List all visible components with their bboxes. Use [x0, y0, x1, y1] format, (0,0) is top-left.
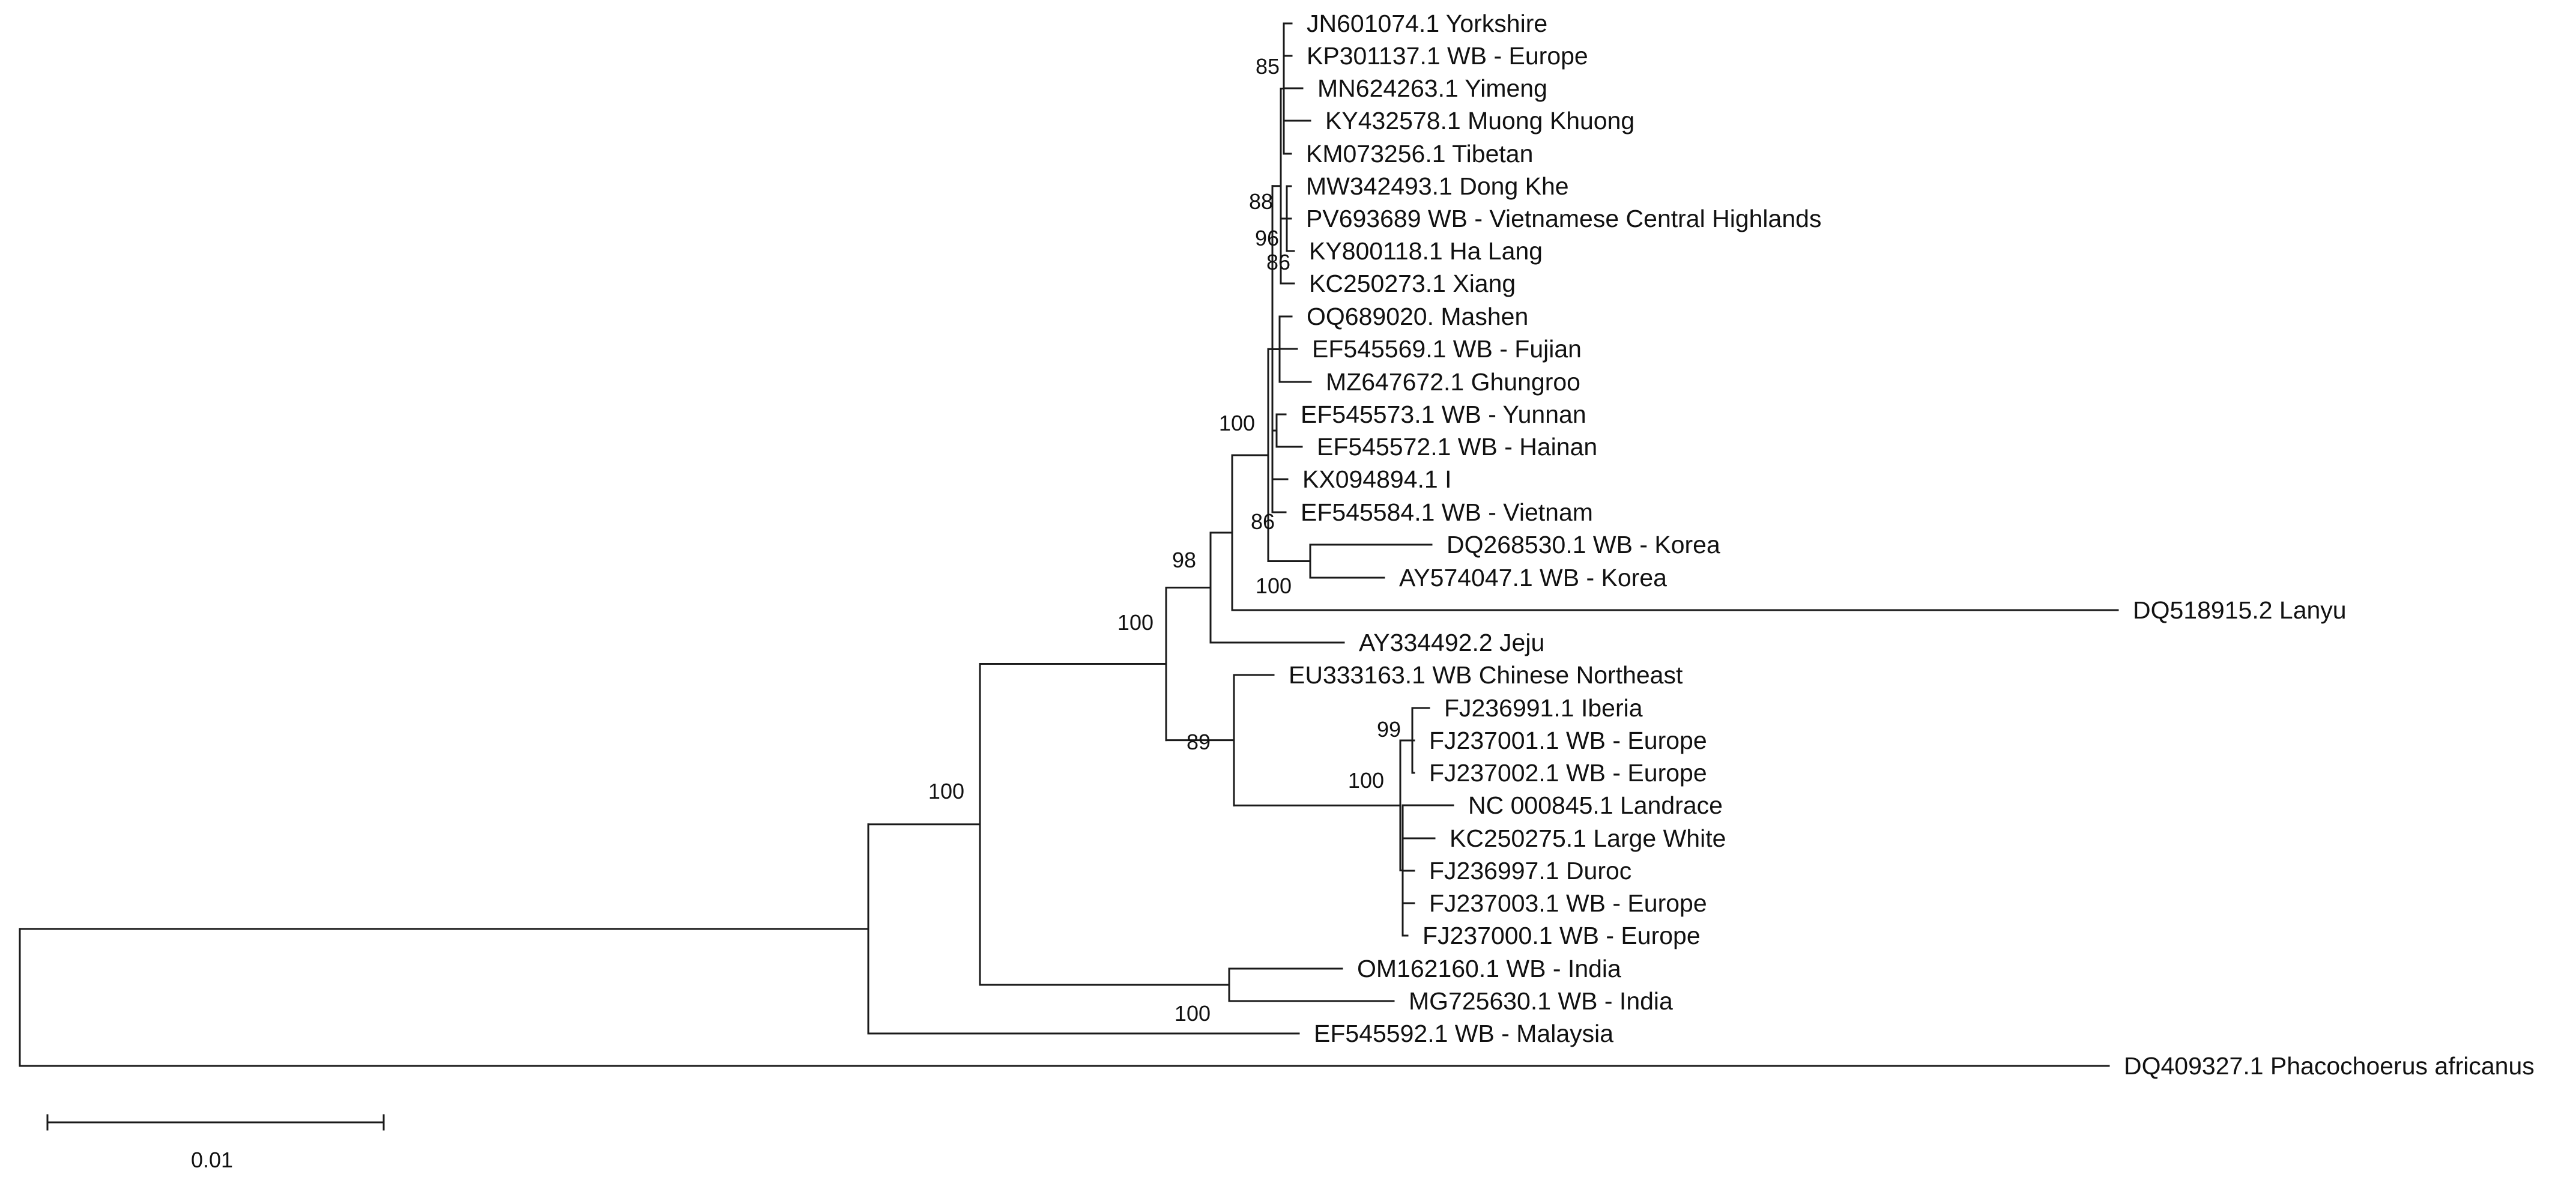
bootstrap-value: 100 [928, 779, 964, 803]
taxon-label: OM162160.1 WB - India [1357, 955, 1621, 982]
taxon-label: MZ647672.1 Ghungroo [1326, 368, 1580, 396]
taxon-label: KM073256.1 Tibetan [1306, 140, 1533, 168]
taxon-label: FJ237003.1 WB - Europe [1429, 889, 1707, 917]
bootstrap-value: 100 [1219, 411, 1255, 435]
bootstrap-value: 88 [1249, 189, 1273, 214]
taxon-label: FJ237000.1 WB - Europe [1423, 922, 1701, 949]
taxon-label: EF545572.1 WB - Hainan [1317, 433, 1597, 461]
bootstrap-value: 86 [1266, 250, 1290, 274]
taxon-label: FJ236991.1 Iberia [1444, 694, 1643, 722]
taxon-label: PV693689 WB - Vietnamese Central Highlan… [1306, 205, 1821, 232]
bootstrap-value: 100 [1175, 1001, 1211, 1026]
taxon-label: AY334492.2 Jeju [1359, 629, 1544, 656]
taxon-label: DQ409327.1 Phacochoerus africanus [2124, 1052, 2535, 1080]
taxon-label: KX094894.1 I [1302, 465, 1451, 493]
scale-bar-label: 0.01 [191, 1148, 233, 1172]
taxon-label: JN601074.1 Yorkshire [1307, 10, 1547, 37]
taxon-label: MN624263.1 Yimeng [1317, 74, 1547, 102]
bootstrap-value: 100 [1256, 573, 1292, 598]
bootstrap-value: 86 [1251, 509, 1275, 534]
taxon-label: DQ268530.1 WB - Korea [1447, 531, 1720, 558]
taxon-label: DQ518915.2 Lanyu [2133, 596, 2347, 624]
taxon-label: FJ237001.1 WB - Europe [1429, 727, 1707, 754]
taxon-label: EF545592.1 WB - Malaysia [1314, 1020, 1613, 1047]
taxon-label: MW342493.1 Dong Khe [1306, 172, 1569, 200]
scale-bar: 0.01 [46, 1114, 385, 1172]
tree-branches [19, 22, 2119, 1067]
taxon-label: NC 000845.1 Landrace [1468, 791, 1723, 819]
bootstrap-value: 100 [1117, 610, 1153, 635]
taxon-label: FJ236997.1 Duroc [1429, 857, 1631, 885]
taxon-label: FJ237002.1 WB - Europe [1429, 759, 1707, 787]
taxon-label: KP301137.1 WB - Europe [1307, 42, 1588, 70]
taxon-label: KC250273.1 Xiang [1309, 270, 1516, 297]
taxon-label: EF545569.1 WB - Fujian [1312, 335, 1582, 363]
taxon-label: EU333163.1 WB Chinese Northeast [1289, 661, 1683, 689]
taxon-label: MG725630.1 WB - India [1409, 987, 1673, 1015]
taxon-label: AY574047.1 WB - Korea [1399, 564, 1667, 592]
bootstrap-value: 98 [1172, 548, 1196, 572]
bootstrap-value: 85 [1256, 54, 1280, 79]
bootstrap-value: 100 [1348, 768, 1384, 793]
taxon-label: EF545573.1 WB - Yunnan [1301, 401, 1586, 428]
taxon-label: KY432578.1 Muong Khuong [1325, 107, 1634, 135]
taxon-label: KY800118.1 Ha Lang [1309, 237, 1543, 265]
taxon-label: OQ689020. Mashen [1307, 303, 1528, 330]
bootstrap-value: 89 [1187, 730, 1211, 754]
taxon-label: KC250275.1 Large White [1450, 825, 1726, 852]
bootstrap-value: 96 [1255, 226, 1279, 250]
bootstrap-value: 99 [1377, 717, 1401, 742]
taxon-label: EF545584.1 WB - Vietnam [1301, 498, 1593, 526]
